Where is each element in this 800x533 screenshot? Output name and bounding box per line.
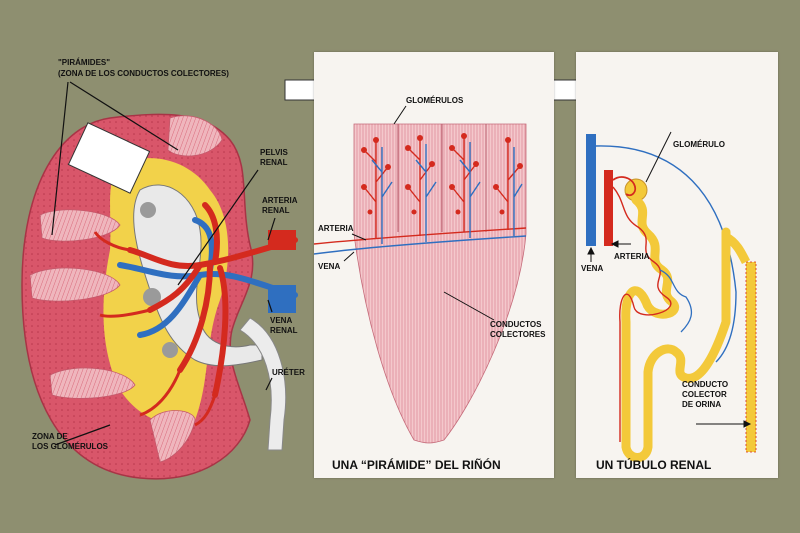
pyramid-vein-label: VENA — [318, 262, 340, 272]
renal-tubule — [626, 200, 726, 458]
pyramid-artery-label: ARTERIA — [318, 224, 354, 234]
tubule-caption: UN TÚBULO RENAL — [596, 458, 711, 472]
pyramid-caption: UNA “PIRÁMIDE” DEL RIÑÓN — [332, 458, 501, 472]
renal-vein-label: VENA RENAL — [270, 316, 298, 336]
pyramids-label: "PIRÁMIDES" — [58, 58, 110, 68]
tubule-artery-label: ARTERIA — [614, 252, 650, 262]
pyramid-body — [354, 124, 526, 443]
renal-pelvis-label: PELVIS RENAL — [260, 148, 288, 168]
tubule-vein-label: VENA — [581, 264, 603, 274]
ureter-label: URÉTER — [272, 368, 305, 378]
tubule-illustration — [576, 52, 778, 478]
pyramid-panel: GLOMÉRULOS ARTERIA VENA CONDUCTOS COLECT… — [314, 52, 554, 478]
pyramid-illustration — [314, 52, 554, 478]
glomeruli-label: GLOMÉRULOS — [406, 96, 463, 106]
vein-column — [586, 134, 596, 246]
renal-artery-label: ARTERIA RENAL — [262, 196, 298, 216]
pyramids-sublabel: (ZONA DE LOS CONDUCTOS COLECTORES) — [58, 69, 229, 79]
glomerulus-label: GLOMÉRULO — [673, 140, 725, 150]
collecting-ducts-label: CONDUCTOS COLECTORES — [490, 320, 545, 340]
tubule-panel: GLOMÉRULO VENA ARTERIA CONDUCTO COLECTOR… — [576, 52, 778, 478]
glomeruli-zone-label: ZONA DE LOS GLOMÉRULOS — [32, 432, 108, 452]
urine-duct-label: CONDUCTO COLECTOR DE ORINA — [682, 380, 728, 410]
artery-column — [604, 170, 613, 246]
